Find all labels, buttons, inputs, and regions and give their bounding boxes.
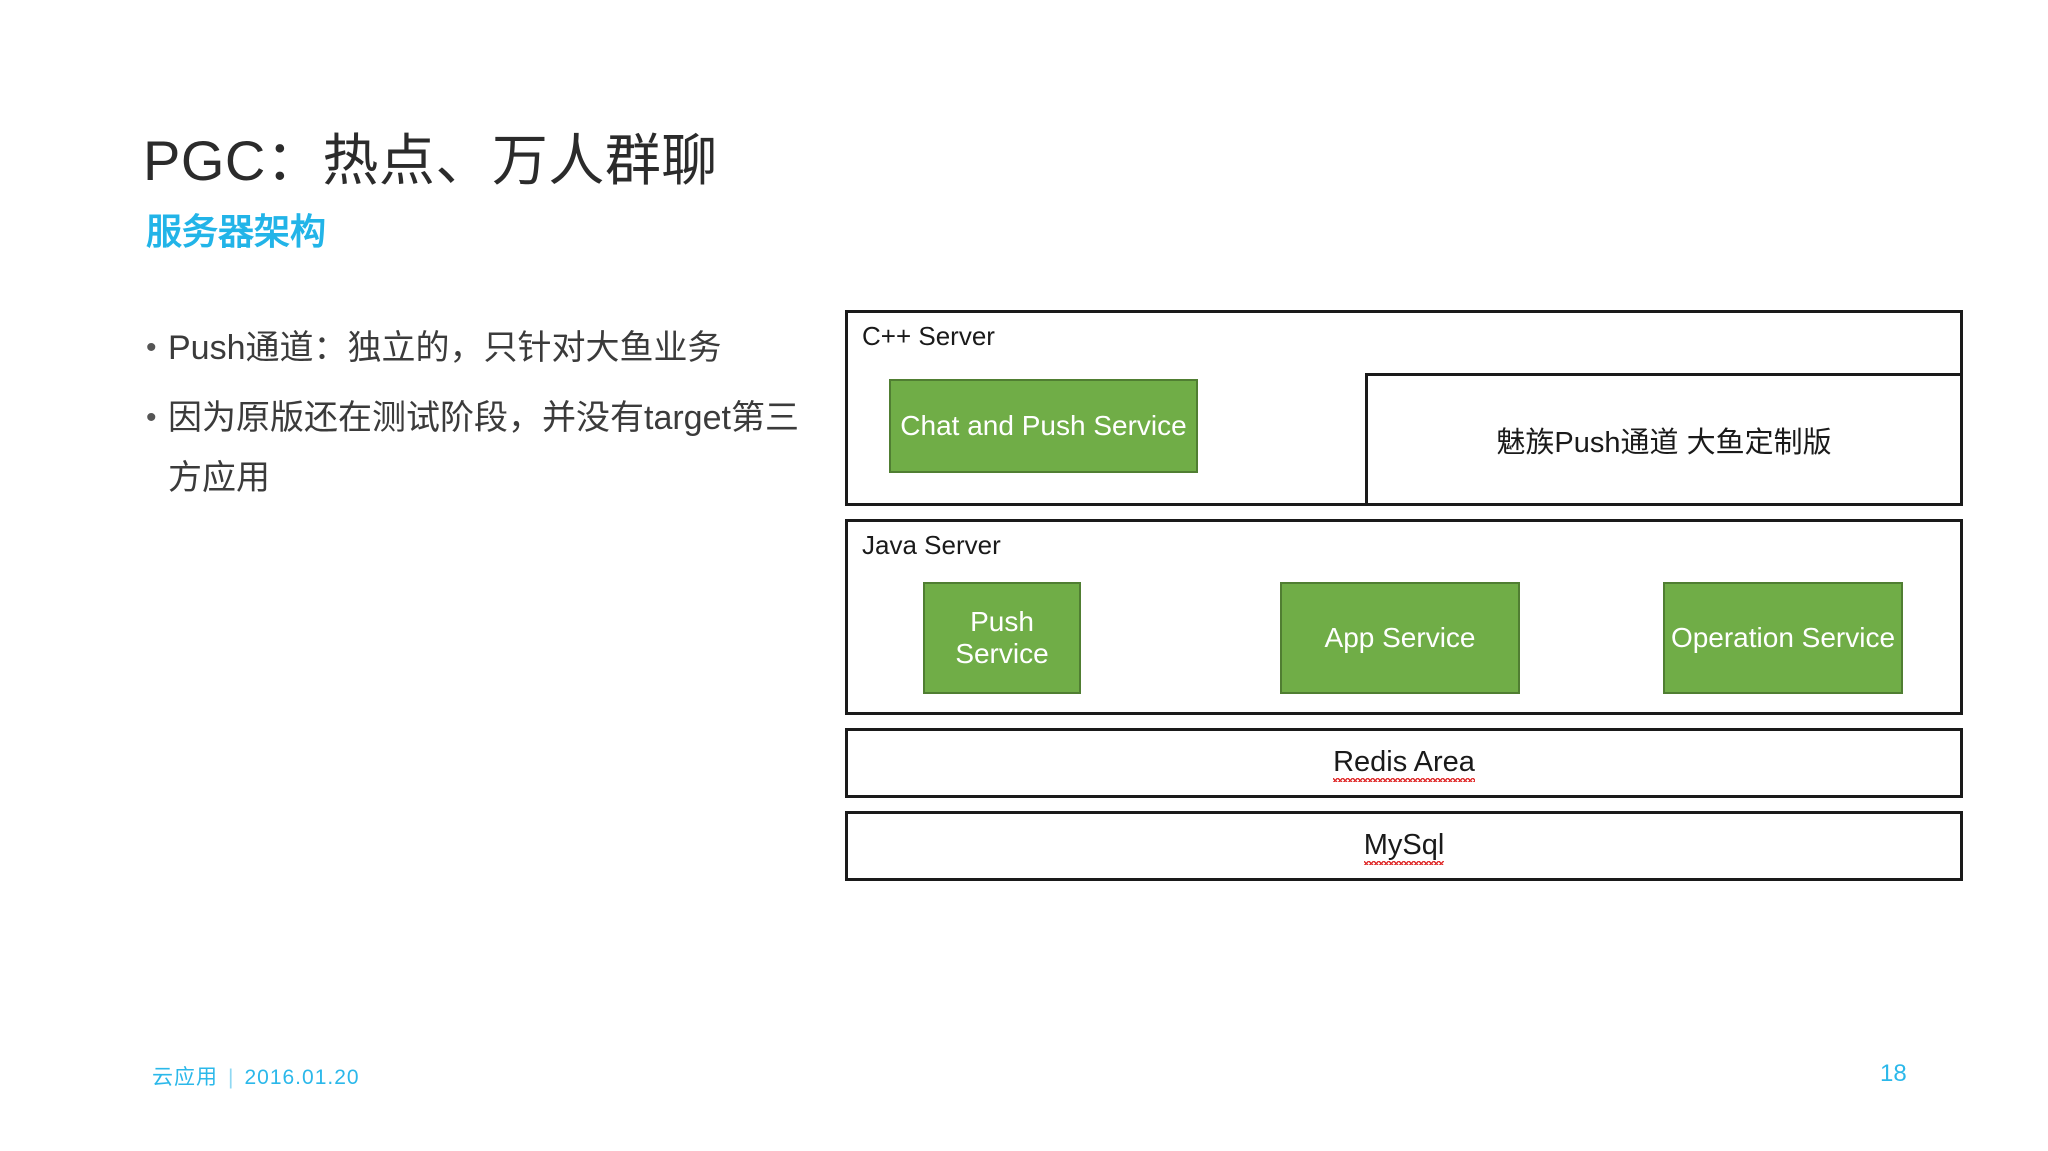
footer-date: 2016.01.20 bbox=[244, 1066, 360, 1089]
push-service-box[interactable]: Push Service bbox=[923, 582, 1081, 694]
app-service-label: App Service bbox=[1324, 621, 1476, 653]
operation-service-box[interactable]: Operation Service bbox=[1663, 582, 1903, 694]
footer-label: 云应用 bbox=[152, 1066, 218, 1089]
list-item: • 因为原版还在测试阶段，并没有target第三方应用 bbox=[146, 388, 826, 508]
redis-area-box[interactable]: Redis Area bbox=[845, 728, 1963, 798]
cpp-server-label: C++ Server bbox=[862, 321, 995, 351]
page-number: 18 bbox=[1880, 1060, 1907, 1087]
mysql-label: MySql bbox=[1363, 829, 1444, 865]
bullet-marker-icon: • bbox=[146, 401, 157, 434]
cpp-server-container: C++ Server Chat and Push Service 魅族Push通… bbox=[845, 310, 1963, 506]
java-server-label: Java Server bbox=[862, 530, 1001, 560]
push-service-label: Push Service bbox=[955, 605, 1049, 669]
meizu-push-channel-label: 魅族Push通道 大鱼定制版 bbox=[1496, 426, 1832, 459]
list-item: • Push通道：独立的，只针对大鱼业务 bbox=[146, 318, 826, 378]
chat-and-push-service-box[interactable]: Chat and Push Service bbox=[889, 379, 1198, 473]
chat-and-push-service-label: Chat and Push Service bbox=[900, 410, 1187, 441]
java-server-container: Java Server Push Service App Service Ope… bbox=[845, 519, 1963, 715]
bullet-text: Push通道：独立的，只针对大鱼业务 bbox=[168, 329, 722, 367]
meizu-push-channel-box[interactable]: 魅族Push通道 大鱼定制版 bbox=[1365, 373, 1963, 506]
architecture-diagram: C++ Server Chat and Push Service 魅族Push通… bbox=[845, 310, 1963, 894]
bullet-list: • Push通道：独立的，只针对大鱼业务 • 因为原版还在测试阶段，并没有tar… bbox=[146, 318, 826, 518]
footer: 云应用 | 2016.01.20 bbox=[152, 1061, 360, 1091]
redis-area-label: Redis Area bbox=[1333, 746, 1475, 782]
app-service-box[interactable]: App Service bbox=[1280, 582, 1520, 694]
page-title: PGC：热点、万人群聊 bbox=[143, 129, 718, 192]
footer-separator: | bbox=[228, 1066, 235, 1089]
mysql-box[interactable]: MySql bbox=[845, 811, 1963, 881]
bullet-marker-icon: • bbox=[146, 331, 157, 364]
bullet-text: 因为原版还在测试阶段，并没有target第三方应用 bbox=[168, 399, 799, 497]
operation-service-label: Operation Service bbox=[1670, 621, 1896, 653]
page-subtitle: 服务器架构 bbox=[146, 211, 327, 252]
